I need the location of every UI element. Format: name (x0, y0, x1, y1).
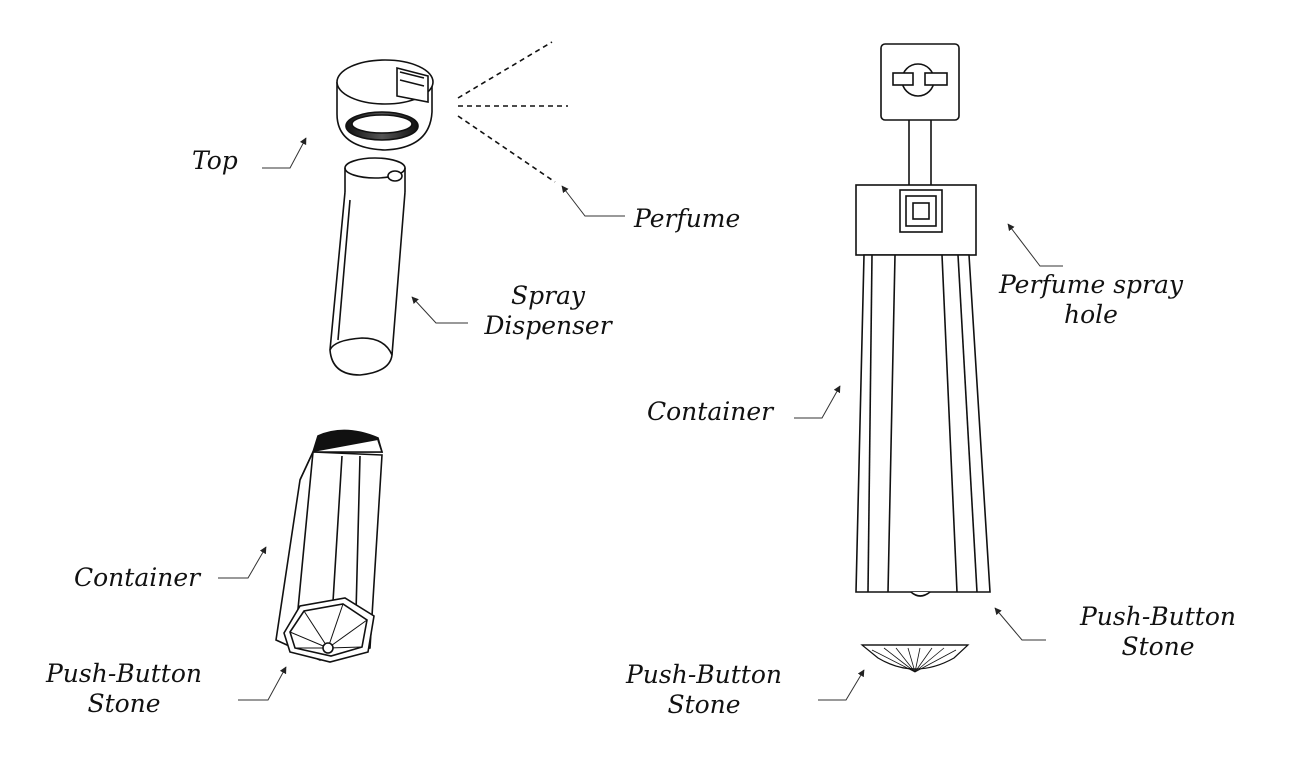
label-push-button-left-line2: Stone (87, 689, 161, 718)
leader-push-bottom (818, 669, 865, 701)
push-button-stone-right (860, 644, 970, 673)
label-push-button-bottom-line2: Stone (667, 690, 741, 719)
label-push-button-right: Push-Button Stone (1074, 602, 1242, 662)
leader-push-right (994, 607, 1046, 641)
label-spray-dispenser-line1: Spray (510, 281, 586, 310)
label-push-button-bottom: Push-Button Stone (620, 660, 788, 720)
leader-spray-hole (1007, 223, 1063, 267)
leader-lines (218, 137, 1063, 701)
top-cap (336, 59, 434, 151)
label-perfume-spray-hole-line2: hole (1064, 300, 1118, 329)
label-spray-dispenser-line2: Dispenser (484, 311, 612, 340)
leader-perfume (561, 185, 625, 217)
keyring-tag (880, 43, 960, 185)
label-perfume: Perfume (634, 204, 741, 233)
label-top: Top (192, 146, 238, 175)
label-spray-dispenser: Spray Dispenser (478, 281, 618, 341)
leader-container-left (218, 546, 267, 579)
container-left (275, 429, 384, 663)
label-push-button-bottom-line1: Push-Button (625, 660, 783, 689)
leader-spray (411, 296, 468, 324)
label-push-button-right-line1: Push-Button (1079, 602, 1237, 631)
label-push-button-left: Push-Button Stone (40, 659, 208, 719)
leader-push-left (238, 666, 287, 701)
container-right (855, 184, 991, 597)
label-perfume-spray-hole-line1: Perfume spray (998, 270, 1184, 299)
spray-dispenser (329, 157, 406, 376)
label-perfume-spray-hole: Perfume spray hole (998, 270, 1184, 330)
leader-container-right (794, 385, 841, 419)
leader-top (262, 137, 307, 169)
label-container-left: Container (74, 563, 201, 592)
label-push-button-left-line1: Push-Button (45, 659, 203, 688)
label-push-button-right-line2: Stone (1121, 632, 1195, 661)
perfume-spray-lines (457, 41, 568, 183)
label-container-right: Container (647, 397, 774, 426)
